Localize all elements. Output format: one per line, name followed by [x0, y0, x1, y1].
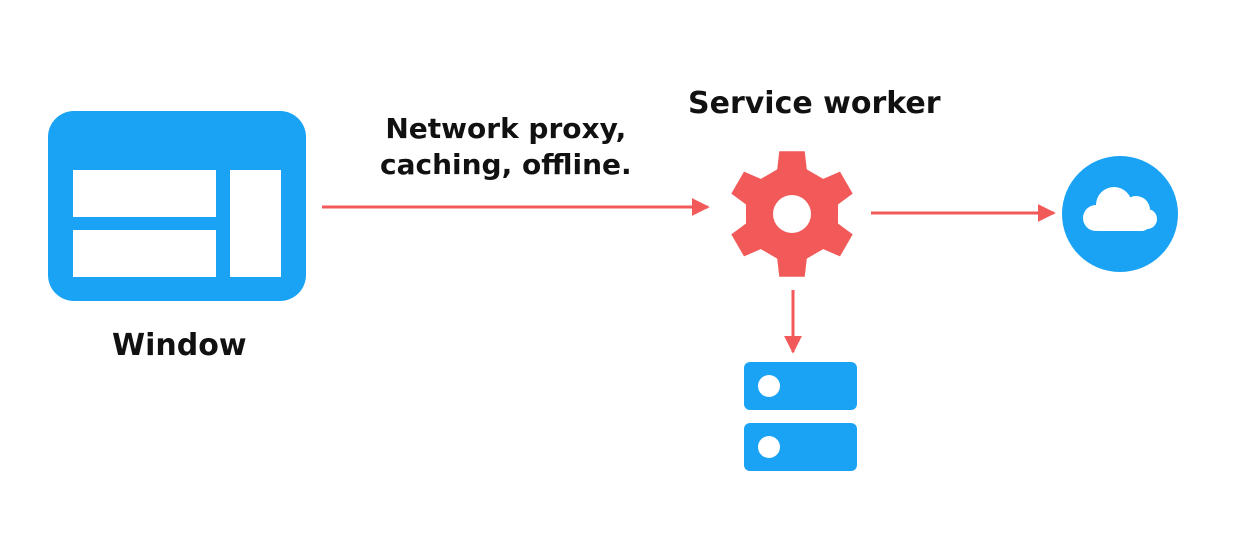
window-label: Window [112, 328, 247, 363]
edge-label-network-proxy: Network proxy, caching, offline. [380, 111, 632, 183]
edge-label-line-1: Network proxy, [385, 112, 627, 145]
service-worker-label: Service worker [688, 86, 941, 121]
server-storage-icon [744, 362, 857, 471]
cloud-icon [1062, 156, 1178, 272]
edge-label-line-2: caching, offline. [380, 148, 632, 181]
browser-window-icon [48, 111, 306, 301]
gear-icon [731, 151, 853, 277]
